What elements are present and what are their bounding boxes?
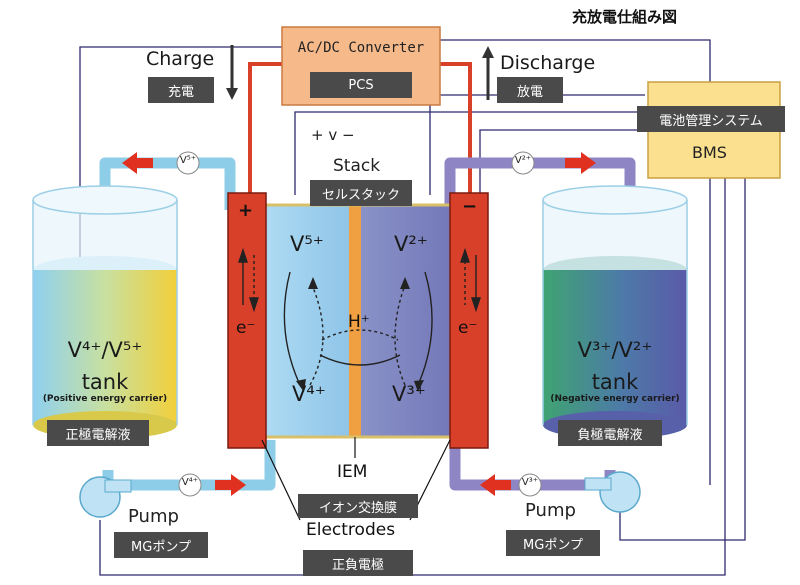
iem-membrane — [349, 205, 361, 437]
positive-half-cell — [262, 205, 352, 437]
electron-label-right: e⁻ — [458, 318, 478, 338]
pipe-label-bottom-right: V³⁺ — [521, 477, 539, 488]
negative-half-cell — [358, 205, 454, 437]
right-pump-tag: MGポンプ — [506, 530, 600, 556]
electrodes-tag: 正負電極 — [303, 550, 413, 576]
ion-v4: V⁴⁺ — [292, 382, 326, 406]
ion-h: H⁺ — [348, 312, 370, 332]
ion-v2: V²⁺ — [394, 232, 428, 256]
right-tank-tag: 負極電解液 — [558, 420, 662, 446]
left-tank-ions: V⁴⁺/V⁵⁺ — [67, 338, 143, 362]
pipe-label-top-left: V⁵⁺ — [179, 155, 197, 166]
ion-v5: V⁵⁺ — [290, 232, 324, 256]
stack-polarity: + v − — [311, 126, 355, 144]
iem-tag: イオン交換膜 — [298, 494, 418, 518]
right-tank — [542, 185, 688, 439]
left-pump-tag: MGポンプ — [114, 532, 208, 558]
positive-electrode-sign: + — [238, 200, 254, 221]
discharge-tag: 放電 — [497, 77, 563, 103]
right-tank-sub: (Negative energy carrier) — [550, 394, 680, 404]
bms-tag: 電池管理システム — [637, 106, 785, 132]
charge-arrow — [226, 45, 238, 100]
power-wires — [248, 62, 472, 195]
stack-label: Stack — [333, 156, 381, 176]
left-pump-label: Pump — [128, 506, 179, 527]
discharge-arrow — [482, 46, 494, 100]
iem-label: IEM — [337, 462, 368, 482]
ion-v3: V³⁺ — [392, 382, 426, 406]
negative-electrode — [449, 192, 489, 449]
left-pump-icon — [79, 476, 132, 518]
right-tank-word: tank — [591, 370, 639, 394]
right-pump-label: Pump — [525, 500, 576, 521]
pipe-label-bottom-left: V⁴⁺ — [181, 477, 199, 488]
right-tank-ions: V³⁺/V²⁺ — [577, 338, 653, 362]
diagram-title: 充放電仕組み図 — [572, 8, 678, 26]
electron-label-left: e⁻ — [236, 318, 256, 338]
right-pump-icon — [584, 471, 641, 513]
charge-label: Charge — [146, 48, 215, 70]
left-tank-tag: 正極電解液 — [47, 420, 149, 446]
converter-tag: PCS — [310, 72, 412, 98]
stack-tag: セルスタック — [310, 180, 412, 206]
pipe-label-top-right: V²⁺ — [514, 155, 532, 166]
positive-electrode — [227, 192, 267, 449]
charge-tag: 充電 — [148, 77, 214, 103]
left-tank-word: tank — [81, 370, 129, 394]
converter-label: AC/DC Converter — [297, 40, 425, 56]
discharge-label: Discharge — [500, 52, 596, 74]
electrodes-label: Electrodes — [306, 520, 396, 540]
bms-label: BMS — [692, 143, 727, 162]
negative-electrode-sign: − — [462, 196, 478, 217]
left-tank-sub: (Positive energy carrier) — [42, 394, 168, 404]
